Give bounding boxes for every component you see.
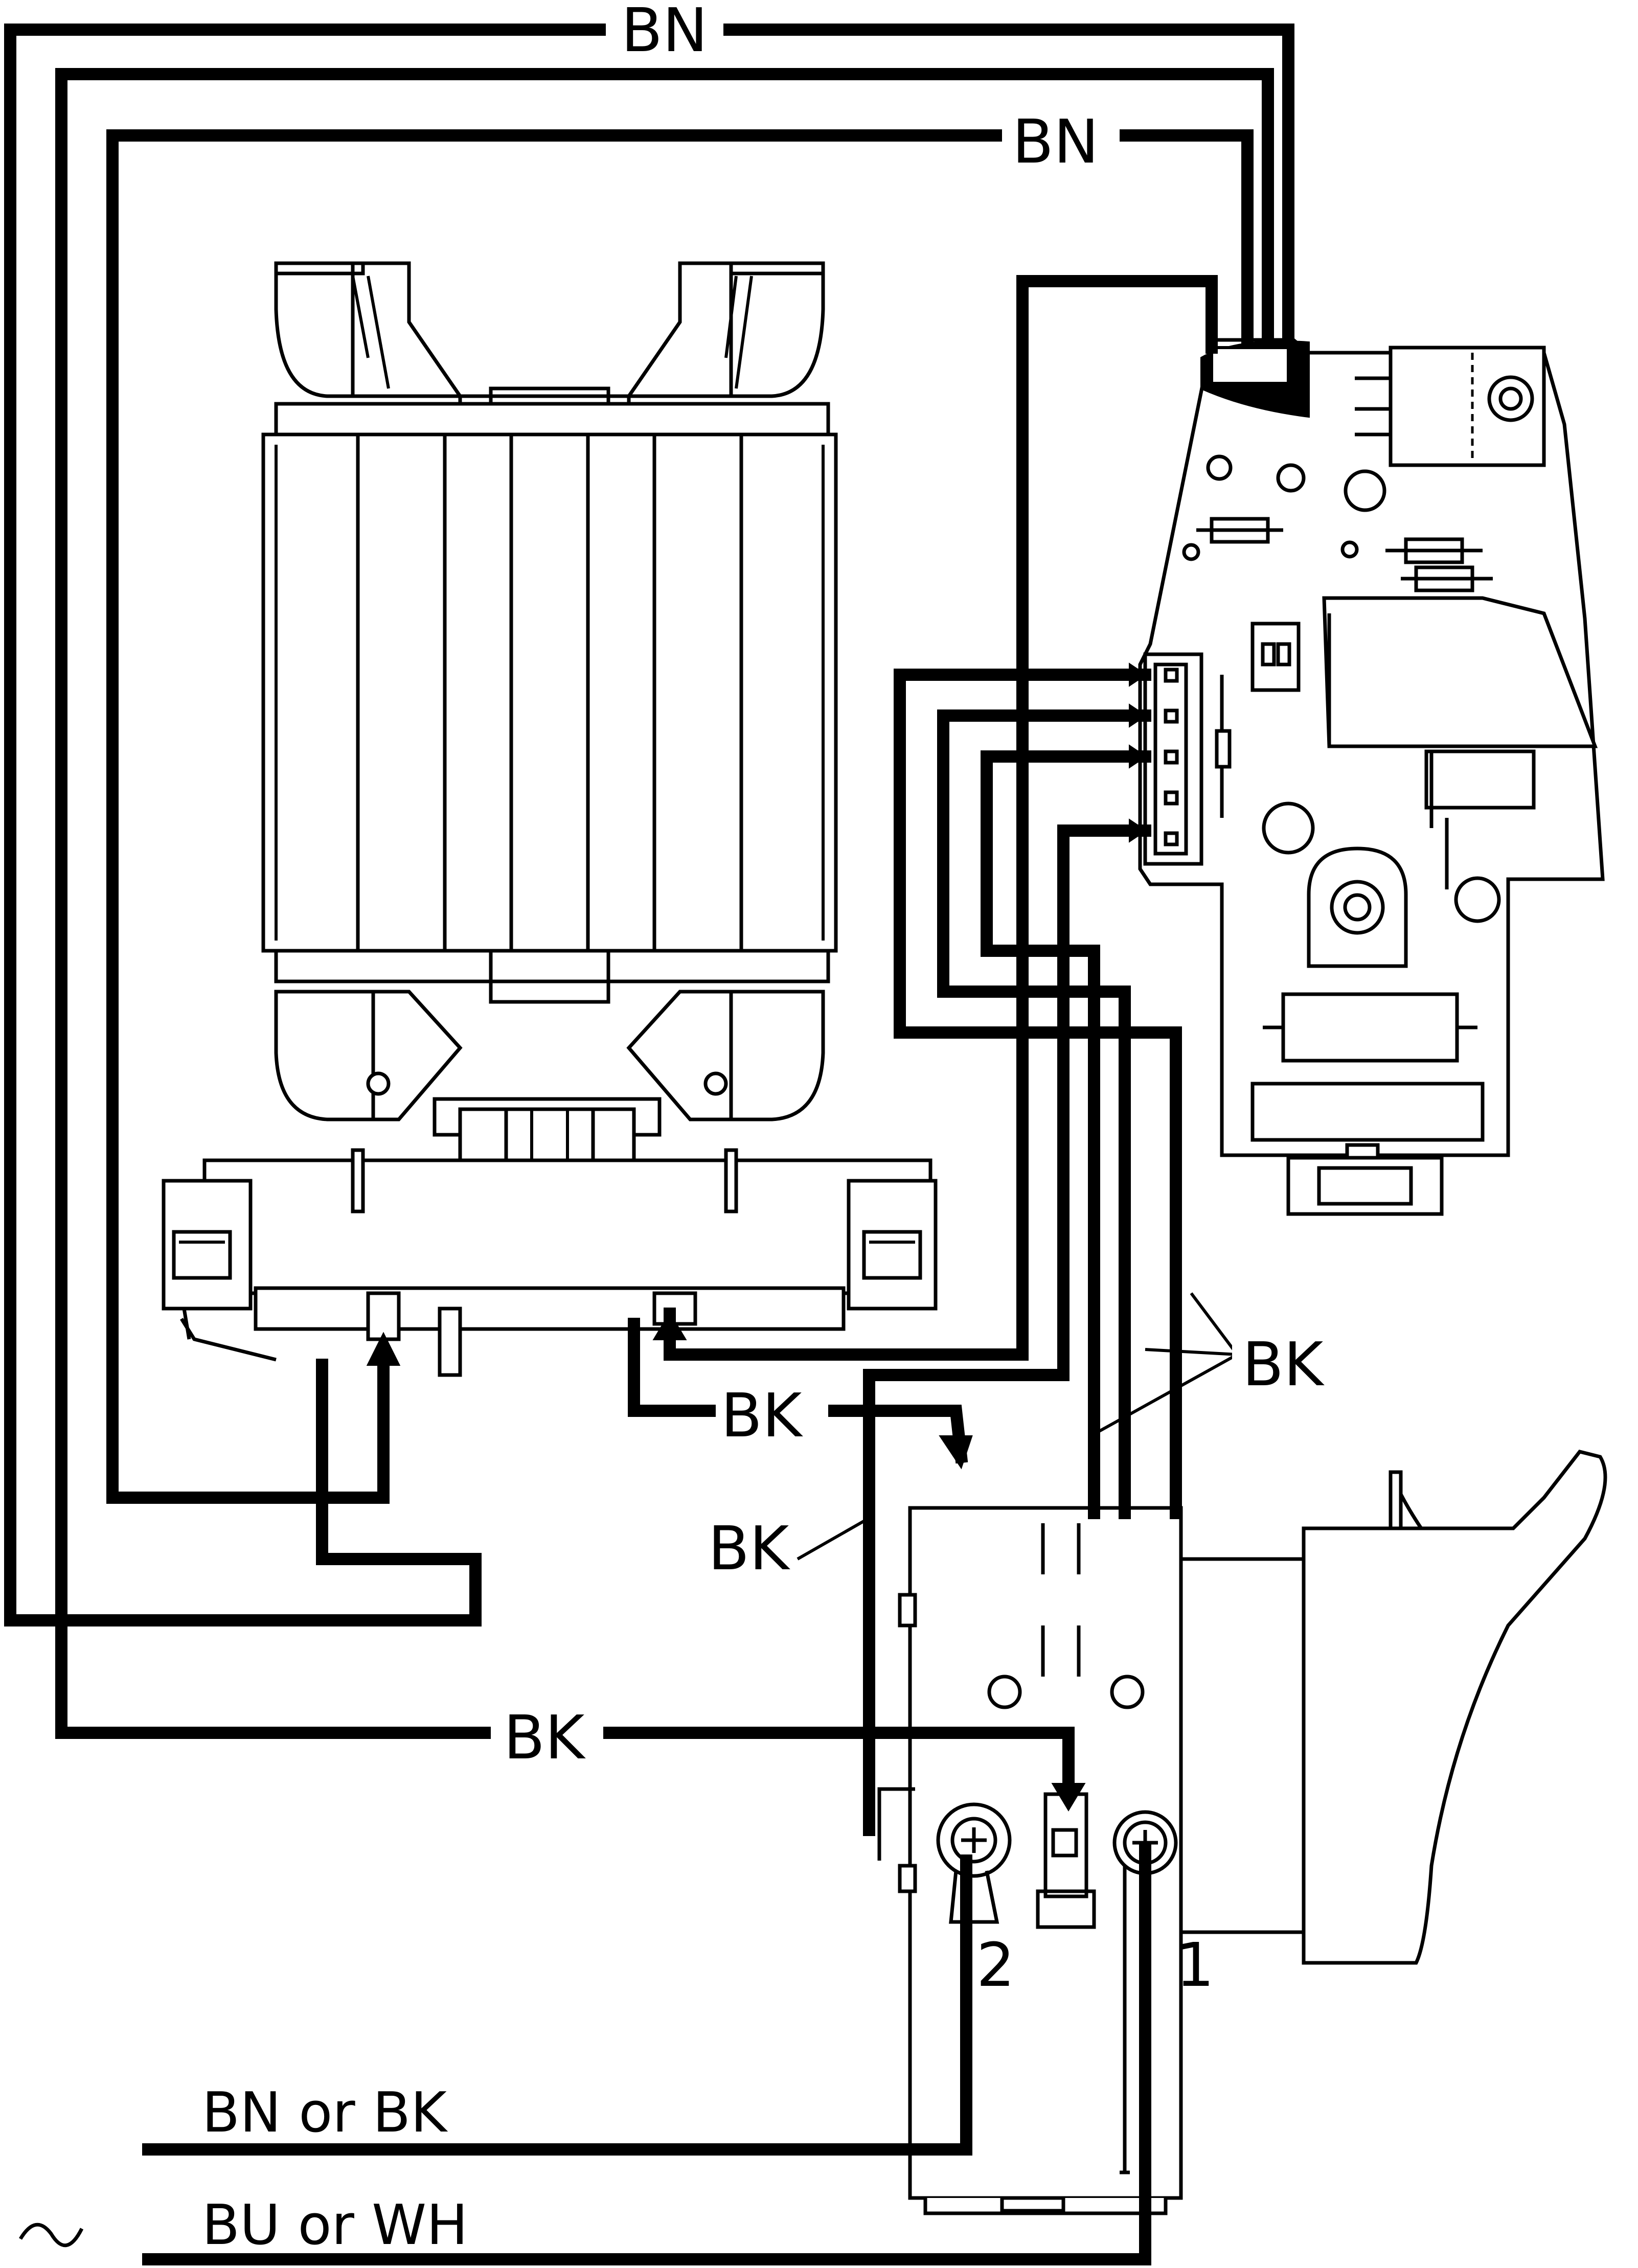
wire-bk-conn-4 [863, 824, 1151, 1836]
wire-bk-bottom [55, 68, 1274, 1800]
wire-bn-outer [4, 24, 1294, 1626]
terminal-label-1: 1 [1176, 1930, 1214, 2000]
supply-label-2: BU or WH [202, 2193, 468, 2257]
wires [4, 24, 1294, 2265]
motor-icon [162, 261, 938, 1377]
label-bk-right: BK [1242, 1329, 1325, 1400]
wire-bk-conn-1 [894, 669, 1182, 1519]
label-bn-second: BN [1012, 106, 1099, 177]
label-bk-switch: BK [708, 1513, 790, 1584]
wire-bn-second [106, 129, 1254, 1504]
label-bk-bottom: BK [504, 1702, 586, 1773]
terminal-arrows [366, 662, 1147, 1812]
wire-bk-conn-2 [937, 709, 1151, 1519]
label-bk-motor: BK [721, 1380, 803, 1451]
circuit-board-icon [1138, 338, 1605, 1216]
terminal-label-2: 2 [976, 1930, 1015, 2000]
trigger-switch-icon [877, 1450, 1607, 2215]
wire-bk-motor-a [664, 275, 1218, 1361]
wire-bk-conn-3 [981, 750, 1151, 1519]
wire-supply-1 [142, 1854, 972, 2156]
leader-lines [797, 1292, 1239, 1561]
supply-label-1: BN or BK [202, 2081, 448, 2145]
wire-supply-2 [142, 1844, 1151, 2265]
label-bn-top: BN [621, 0, 708, 65]
ac-symbol-icon [18, 2223, 84, 2248]
